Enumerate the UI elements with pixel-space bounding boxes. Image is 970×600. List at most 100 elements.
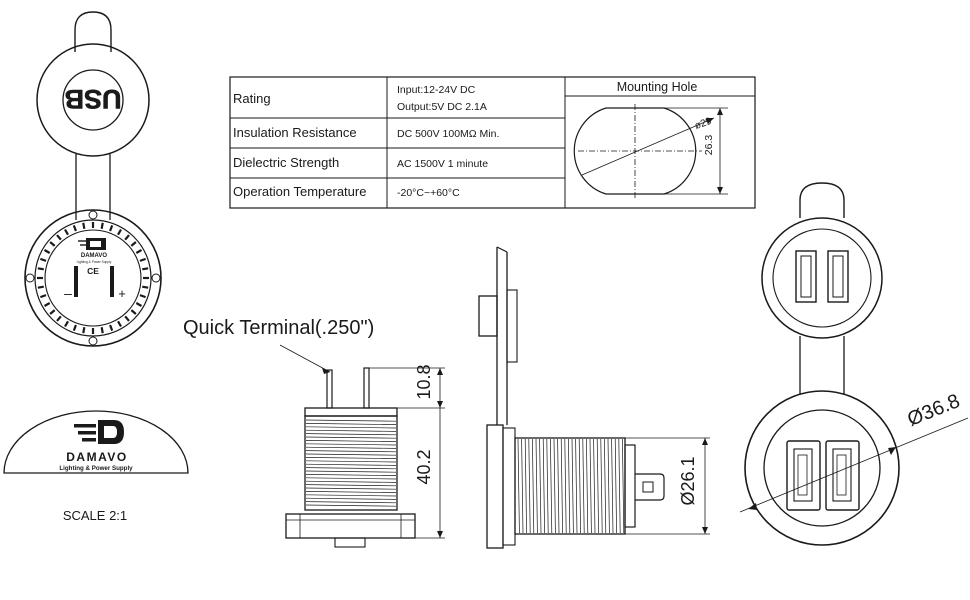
dielectric-value: AC 1500V 1 minute <box>397 158 488 170</box>
minus-sign: – <box>64 285 72 301</box>
cap-plug-left <box>795 250 817 303</box>
thread-line <box>305 494 397 497</box>
front-tagline-text: Lighting & Power Supply <box>77 260 112 264</box>
thread-line <box>305 460 397 463</box>
flange <box>285 513 416 539</box>
thread-line <box>575 438 578 534</box>
negative-terminal <box>74 266 78 297</box>
knurl-tick <box>100 222 104 229</box>
thread-line <box>582 438 585 534</box>
socket-face-outer <box>24 209 162 347</box>
hole-flat-height-label: 26.3 <box>703 135 715 156</box>
knurl-tick <box>142 267 149 271</box>
thread-line <box>305 477 397 480</box>
knurl-tick <box>40 257 47 262</box>
dielectric-label: Dielectric Strength <box>233 155 339 170</box>
thread-line <box>614 438 617 534</box>
cap-plug-right <box>827 250 849 303</box>
knurl-tick <box>37 285 44 289</box>
thread-line <box>600 438 603 534</box>
mount-dot <box>25 273 35 283</box>
dim-thread-diameter: Ø26.1 <box>678 456 698 505</box>
thread-line <box>305 419 397 422</box>
thread-line <box>305 457 397 459</box>
thread-line <box>305 440 397 442</box>
ce-mark: CE <box>87 266 99 276</box>
top-view: Ø36.8 <box>739 182 969 546</box>
knurl-tick <box>56 315 62 322</box>
knurl-tick <box>130 309 137 315</box>
scale-label: SCALE 2:1 <box>63 508 127 523</box>
cap-inner-circle <box>62 69 124 131</box>
knurl-ring <box>25 210 161 346</box>
thread-line <box>517 438 520 534</box>
damavo-logo-mark <box>74 420 124 444</box>
knurl-tick <box>117 320 122 328</box>
knurl-tick <box>40 294 47 299</box>
mount-dot <box>88 210 98 220</box>
knurl-tick <box>37 267 44 271</box>
thread-line <box>521 438 524 534</box>
front-view: USB DAMAVO Lighting & Power Supply CE – … <box>24 11 162 347</box>
thread-line <box>305 436 397 439</box>
profile-threads <box>517 438 625 534</box>
knurl-tick <box>109 324 114 331</box>
thread-line <box>622 438 625 534</box>
thread-line <box>546 438 549 534</box>
knurl-tick <box>139 294 146 299</box>
thread-line <box>589 438 592 534</box>
knurl-tick <box>72 225 77 232</box>
knurl-tick <box>43 249 51 254</box>
rating-label: Rating <box>233 91 271 106</box>
socket-top-outline <box>744 390 900 546</box>
side-view: Quick Terminal(.250") 10.8 40.2 <box>183 317 445 548</box>
positive-terminal <box>110 266 114 297</box>
thread-line <box>305 426 397 429</box>
insulation-label: Insulation Resistance <box>233 125 357 140</box>
dim-top-diameter: Ø36.8 <box>904 390 963 431</box>
temperature-label: Operation Temperature <box>233 184 366 199</box>
knurl-tick <box>82 222 86 229</box>
dim-terminal-height: 10.8 <box>414 364 434 399</box>
thread-line <box>539 438 542 534</box>
rating-input-value: Input:12-24V DC <box>397 84 476 96</box>
usb-port-right <box>825 440 860 511</box>
thread-line <box>542 438 545 534</box>
thread-line <box>564 438 567 534</box>
thread-line <box>532 438 535 534</box>
thread-line <box>305 450 397 453</box>
thread-line <box>611 438 614 534</box>
temperature-value: -20°C~+60°C <box>397 187 460 199</box>
thread-line <box>528 438 531 534</box>
knurl-tick <box>100 327 104 334</box>
usb-port-left <box>786 440 821 511</box>
quick-terminal-callout: Quick Terminal(.250") <box>183 317 374 339</box>
thread-line <box>305 453 397 456</box>
terminal-right <box>363 367 370 409</box>
knurl-tick <box>135 249 143 254</box>
logo-tagline-text: Lighting & Power Supply <box>59 465 133 472</box>
thread-line <box>586 438 589 534</box>
mount-dot <box>88 336 98 346</box>
thread-line <box>604 438 607 534</box>
thread-line <box>593 438 596 534</box>
knurl-tick <box>82 327 86 334</box>
side-threads <box>305 419 397 507</box>
thread-line <box>553 438 556 534</box>
knurl-tick <box>64 228 69 236</box>
thread-line <box>557 438 560 534</box>
knurl-tick <box>117 228 122 236</box>
thread-line <box>305 480 397 483</box>
side-profile: Ø26.1 <box>478 246 710 549</box>
thread-line <box>596 438 599 534</box>
thread-line <box>305 501 397 504</box>
knurl-tick <box>142 285 149 289</box>
thread-line <box>305 433 397 436</box>
thread-line <box>535 438 538 534</box>
thread-line <box>305 423 397 425</box>
thread-line <box>305 504 397 507</box>
knurl-tick <box>135 302 143 307</box>
mounting-hole-title: Mounting Hole <box>617 80 698 94</box>
thread-line <box>305 446 397 449</box>
profile-terminal-tab <box>635 473 665 501</box>
